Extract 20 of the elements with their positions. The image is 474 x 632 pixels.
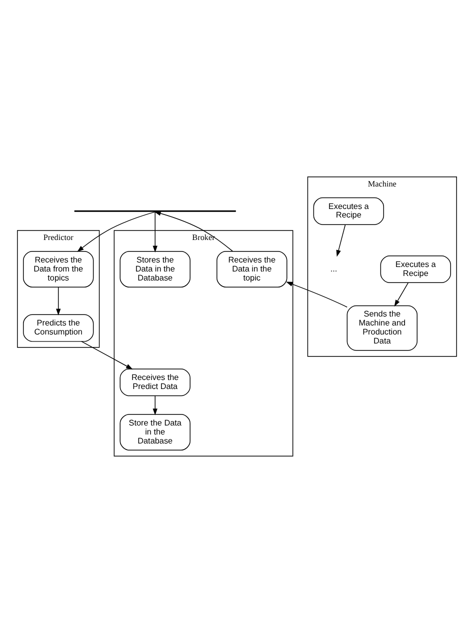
arrow: [394, 282, 409, 306]
node-box: Sends the Machine and Production Data: [346, 304, 418, 350]
arrow: [152, 211, 158, 252]
node-box: Receives the Data from the topics: [23, 250, 94, 287]
arrow: [81, 340, 133, 369]
node-box: Receives the Data in the topic: [216, 250, 288, 287]
node-text: ...: [330, 264, 338, 273]
arrow: [336, 224, 346, 256]
arrow: [56, 286, 61, 315]
node-box: Store the Data in the Database: [120, 414, 190, 450]
node-bar: [74, 210, 236, 212]
arrow: [77, 211, 156, 252]
node-box: Stores the Data in the Database: [120, 250, 190, 287]
arrow: [286, 281, 348, 307]
node-box: Predicts the Consumption: [23, 314, 94, 342]
arrow: [152, 394, 158, 415]
node-box: Receives the Predict Data: [120, 368, 190, 396]
arrow: [154, 210, 233, 252]
node-box: Executes a Recipe: [313, 196, 384, 224]
node-box: Executes a Recipe: [380, 254, 451, 282]
